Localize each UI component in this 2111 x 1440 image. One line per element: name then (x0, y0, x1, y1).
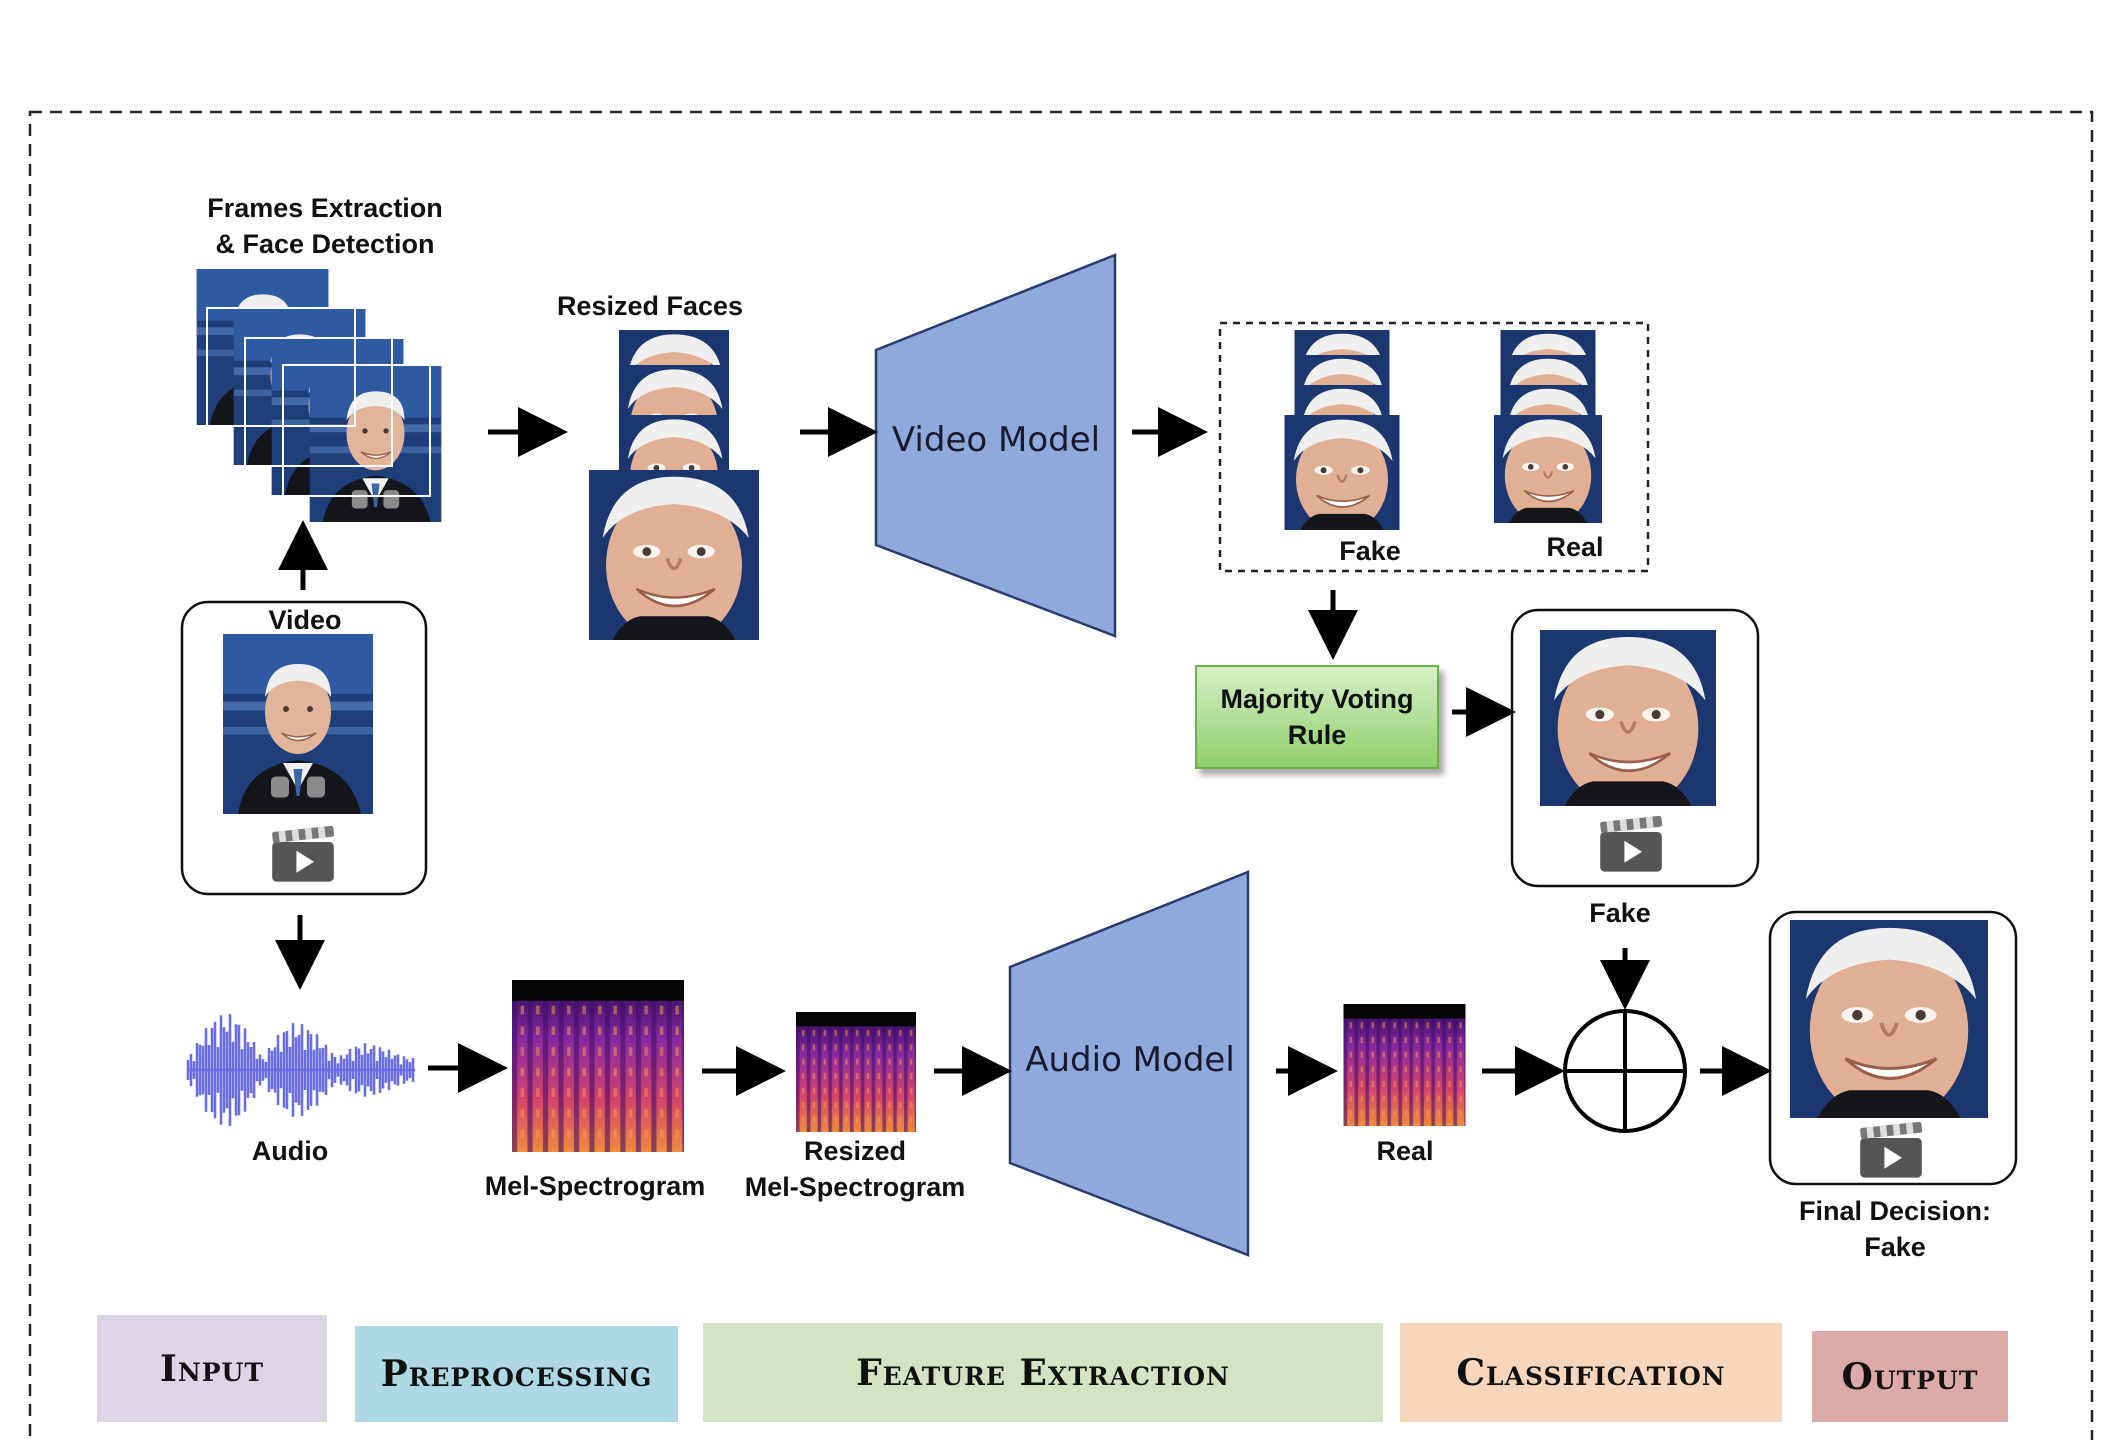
clapperboard-play-icon (1859, 1121, 1923, 1178)
audio-model-block (1008, 870, 1250, 1257)
legend-output: Output (1812, 1331, 2008, 1422)
audio-model-label: Audio Model (1025, 1040, 1235, 1080)
fake-small-label: Fake (1339, 536, 1401, 566)
majority-voting-line-1: Majority Voting (1220, 684, 1414, 714)
clapperboard-play-icon (1599, 815, 1663, 872)
majority-voting-rule-box: Majority Voting Rule (1195, 665, 1439, 769)
final-decision-label: Final Decision: Fake (1798, 1196, 1992, 1262)
legend-input: Input (97, 1315, 327, 1422)
real-small-label: Real (1546, 532, 1604, 562)
audio-label: Audio (251, 1136, 329, 1166)
frames-extraction-label: Frames Extraction & Face Detection (207, 193, 443, 259)
video-model-label: Video Model (891, 420, 1101, 460)
real-faces-stack (1492, 330, 1604, 523)
audio-waveform (186, 1014, 415, 1126)
final-decision-thumbnail (1790, 920, 1988, 1122)
video-model-block (874, 253, 1117, 638)
mel-spectrogram-label: Mel-Spectrogram (484, 1171, 706, 1201)
audio-output-spectrogram (1343, 1004, 1466, 1126)
majority-voting-line-2: Rule (1287, 720, 1347, 750)
real-audio-label: Real (1376, 1136, 1434, 1166)
fake-video-thumbnail (1540, 630, 1716, 810)
legend-feature-extraction: Feature Extraction (703, 1323, 1383, 1422)
outer-border (28, 110, 2094, 1440)
frames-stack (169, 267, 469, 524)
legend-preprocessing: Preprocessing (355, 1326, 678, 1422)
resized-mel-spectrogram (796, 1012, 916, 1132)
clapperboard-play-icon (271, 825, 335, 882)
mel-spectrogram (512, 980, 684, 1152)
flow-arrows (275, 407, 1772, 1096)
video-label: Video (268, 605, 342, 635)
fake-video-output-label: Fake (1589, 898, 1651, 928)
resized-mel-label: Resized Mel-Spectrogram (744, 1136, 966, 1202)
legend-classification: Classification (1400, 1323, 1782, 1422)
sum-circle-icon (1563, 1009, 1687, 1133)
prediction-group-box (1218, 321, 1650, 573)
video-thumbnail (222, 634, 374, 814)
fake-faces-stack (1282, 330, 1402, 530)
resized-faces-stack (589, 330, 759, 643)
resized-faces-label: Resized Faces (556, 291, 744, 321)
